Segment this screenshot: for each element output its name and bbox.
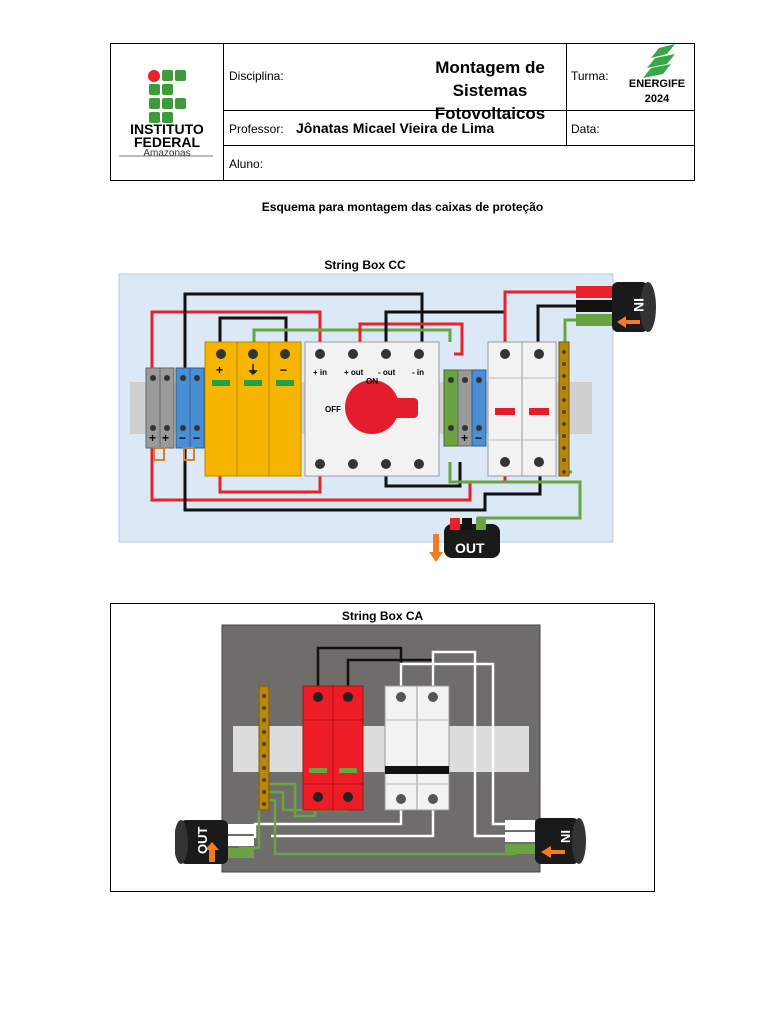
class-label: Turma: xyxy=(571,69,609,83)
event-logo-year: 2024 xyxy=(644,93,670,105)
cc-dps-minus-label: − xyxy=(280,363,287,377)
cc-term-out-pos: + out xyxy=(344,368,364,377)
cc-in-label: IN xyxy=(631,298,647,312)
cc-out-label: OUT xyxy=(455,540,485,556)
cc-diagram-title: String Box CC xyxy=(324,258,406,272)
cc-fuse-minus-right: − xyxy=(475,431,482,445)
cc-dps-plus-label: + xyxy=(216,363,223,377)
cc-fuse-plus-label-2: + xyxy=(162,431,169,445)
event-logo-name: ENERGIFE xyxy=(628,78,686,90)
ca-diagram: OUT IN xyxy=(175,624,586,873)
cc-term-in-pos: + in xyxy=(313,368,327,377)
institute-logo: INSTITUTO FEDERAL Amazonas xyxy=(111,44,223,181)
cc-diagram: + + − − + ⏚ − + in + out - out - in ON O… xyxy=(118,273,656,562)
energife-icon xyxy=(643,44,675,78)
logo-line2: FEDERAL xyxy=(133,134,201,150)
ca-out-label: OUT xyxy=(195,827,210,855)
cc-term-out-neg: - out xyxy=(378,368,396,377)
ca-in-label: IN xyxy=(558,830,573,843)
event-logo: ENERGIFE 2024 xyxy=(619,44,695,110)
institute-logo-icon xyxy=(119,70,213,157)
cc-switch-on: ON xyxy=(366,377,378,386)
cc-fuse-minus-label-2: − xyxy=(193,431,200,445)
ca-diagram-title: String Box CA xyxy=(341,609,424,623)
teacher-value: Jônatas Micael Vieira de Lima xyxy=(296,120,495,136)
cc-fuse-plus-right: + xyxy=(461,431,468,445)
ca-frame xyxy=(110,603,655,892)
teacher-label: Professor: xyxy=(229,122,284,136)
cc-term-in-neg: - in xyxy=(412,368,424,377)
header-table: INSTITUTO FEDERAL Amazonas Disciplina: M… xyxy=(110,43,695,181)
cc-fuse-minus-label: − xyxy=(179,431,186,445)
logo-line3: Amazonas xyxy=(143,148,191,159)
cc-fuse-plus-label: + xyxy=(149,431,156,445)
logo-line1: INSTITUTO xyxy=(130,121,204,137)
student-label: Aluno: xyxy=(229,157,264,171)
page-title: Esquema para montagem das caixas de prot… xyxy=(261,200,544,214)
discipline-label: Disciplina: xyxy=(229,69,284,83)
date-label: Data: xyxy=(571,122,600,136)
discipline-value: Montagem de Sistemas Fotovoltaicos xyxy=(434,58,546,123)
cc-switch-off: OFF xyxy=(325,405,341,414)
cc-dps-ground-label: ⏚ xyxy=(247,363,259,377)
